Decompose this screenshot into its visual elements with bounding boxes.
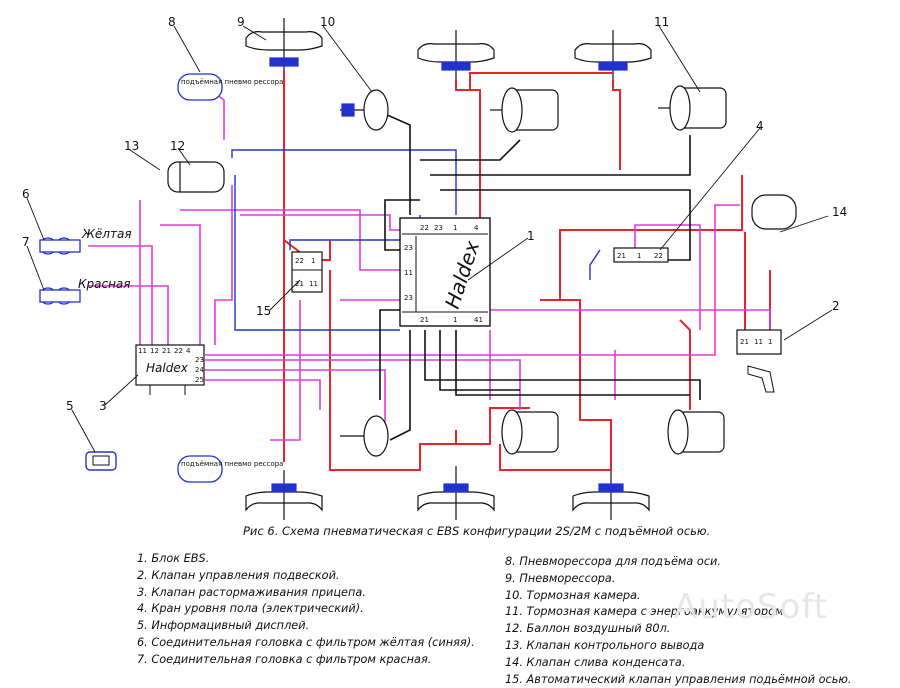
ebs-top-ports: 22 23 1 4 bbox=[420, 224, 479, 232]
lift-axle-valve: 22 1 21 11 bbox=[291, 251, 323, 293]
callout-5: 5 bbox=[66, 399, 74, 413]
lift-air-bag-top: подъёмная пневмо рессора bbox=[177, 73, 283, 101]
ebs-port-4: 4 bbox=[474, 224, 479, 232]
svg-text:1: 1 bbox=[768, 338, 772, 346]
wheel-bottom-left bbox=[245, 470, 323, 520]
legend-item: 12. Баллон воздушный 80л. bbox=[505, 622, 671, 636]
ebs-port-1: 1 bbox=[453, 224, 457, 232]
callout-3: 3 bbox=[99, 399, 107, 413]
legend-item: 2. Клапан управления подвеской. bbox=[137, 568, 340, 582]
callout-15: 15 bbox=[256, 304, 271, 318]
brake-chamber-bottom-left bbox=[340, 415, 389, 457]
svg-text:22: 22 bbox=[295, 257, 304, 265]
svg-text:21: 21 bbox=[740, 338, 749, 346]
legend-item: 4. Кран уровня пола (электрический). bbox=[137, 602, 364, 616]
callout-4: 4 bbox=[756, 119, 764, 133]
ebs-port-23: 23 bbox=[434, 224, 443, 232]
wheel-top-right bbox=[574, 30, 652, 80]
ebs-port-21: 21 bbox=[420, 316, 429, 324]
legend-item: 5. Информацивный дисплей. bbox=[137, 619, 310, 633]
legend-item: 6. Соединительная головка с фильтром жёл… bbox=[137, 635, 475, 649]
svg-text:21: 21 bbox=[295, 280, 304, 288]
legend-item: 15. Автоматический клапан управления под… bbox=[505, 672, 852, 686]
svg-text:24: 24 bbox=[195, 366, 204, 374]
callout-2: 2 bbox=[832, 299, 840, 313]
ebs-port-left-23a: 23 bbox=[404, 244, 413, 252]
svg-text:12: 12 bbox=[150, 347, 159, 355]
red-head-label: Красная bbox=[78, 277, 131, 291]
air-bag-text-bottom: подъёмная пневмо рессора bbox=[181, 460, 283, 468]
wheel-bottom-mid bbox=[417, 466, 495, 520]
ebs-port-41: 41 bbox=[474, 316, 483, 324]
legend-item: 3. Клапан растормаживания прицепа. bbox=[137, 585, 366, 599]
callout-14: 14 bbox=[832, 205, 847, 219]
trailer-release-valve: Haldex 11 12 21 22 4 23 24 25 bbox=[135, 344, 205, 395]
brake-chamber-bottom-right bbox=[667, 409, 725, 455]
callout-10: 10 bbox=[320, 15, 335, 29]
svg-text:Haldex: Haldex bbox=[146, 361, 189, 375]
brake-lines bbox=[375, 109, 701, 441]
brake-chamber-top-left bbox=[340, 89, 389, 131]
svg-text:1: 1 bbox=[637, 252, 641, 260]
legend-item: 7. Соединительная головка с фильтром кра… bbox=[137, 652, 432, 666]
svg-text:1: 1 bbox=[311, 257, 315, 265]
callout-7: 7 bbox=[22, 235, 30, 249]
brake-chamber-top-right bbox=[658, 85, 727, 131]
svg-text:23: 23 bbox=[195, 356, 204, 364]
svg-text:21: 21 bbox=[162, 347, 171, 355]
coupling-head-yellow bbox=[39, 237, 81, 255]
svg-text:22: 22 bbox=[174, 347, 183, 355]
legend-item: 1. Блок EBS. bbox=[137, 552, 210, 565]
info-display bbox=[85, 451, 117, 471]
callout-13: 13 bbox=[124, 139, 139, 153]
floor-level-valve: 21 1 22 bbox=[613, 247, 669, 263]
callout-1: 1 bbox=[527, 229, 535, 243]
callout-11: 11 bbox=[654, 15, 669, 29]
legend-left: 1. Блок EBS. 2. Клапан управления подвес… bbox=[137, 551, 475, 669]
wheel-bottom-right bbox=[572, 466, 650, 520]
brake-chamber-bottom-mid bbox=[501, 409, 559, 455]
watermark: AutoSoft bbox=[674, 587, 829, 627]
svg-text:21: 21 bbox=[617, 252, 626, 260]
coupling-head-red bbox=[39, 287, 81, 305]
ebs-port-left-23b: 23 bbox=[404, 294, 413, 302]
air-tank-small bbox=[167, 161, 225, 193]
lift-air-bag-bottom: подъёмная пневмо рессора bbox=[177, 455, 283, 483]
air-tank-large bbox=[751, 194, 797, 230]
ebs-left-ports: 23 11 23 bbox=[404, 244, 413, 302]
callout-6: 6 bbox=[22, 187, 30, 201]
supply-lines bbox=[283, 70, 771, 471]
legend-item: 13. Клапан контрольного вывода bbox=[505, 638, 705, 652]
callout-leaders bbox=[26, 25, 833, 453]
legend-item: 8. Пневморессора для подъёма оси. bbox=[505, 555, 721, 568]
legend-item: 14. Клапан слива конденсата. bbox=[505, 655, 686, 669]
suspension-control-valve: 21 11 1 bbox=[736, 329, 782, 393]
svg-text:11: 11 bbox=[138, 347, 147, 355]
ebs-port-left-11: 11 bbox=[404, 269, 413, 277]
control-lines bbox=[88, 89, 771, 441]
wheel-top-mid bbox=[417, 30, 495, 80]
ebs-port-22: 22 bbox=[420, 224, 429, 232]
ebs-port-1b: 1 bbox=[453, 316, 457, 324]
wheel-top-left bbox=[245, 18, 323, 70]
air-bag-text-top: подъёмная пневмо рессора bbox=[181, 78, 283, 86]
callout-12: 12 bbox=[170, 139, 185, 153]
ebs-bottom-ports: 21 1 41 bbox=[420, 316, 483, 324]
yellow-head-label: Жёлтая bbox=[81, 227, 132, 241]
legend-item: 10. Тормозная камера. bbox=[505, 588, 641, 602]
callout-8: 8 bbox=[168, 15, 176, 29]
ebs-block: 22 23 1 4 23 11 23 21 1 41 Haldex bbox=[399, 217, 491, 327]
diagram-caption: Рис 6. Схема пневматическая с EBS конфиг… bbox=[243, 524, 711, 538]
svg-text:22: 22 bbox=[654, 252, 663, 260]
legend-item: 11. Тормозная камера с энергоаккумулятор… bbox=[505, 605, 788, 619]
svg-text:11: 11 bbox=[754, 338, 763, 346]
callout-9: 9 bbox=[237, 15, 245, 29]
svg-text:25: 25 bbox=[195, 376, 204, 384]
svg-text:4: 4 bbox=[186, 347, 191, 355]
brake-chamber-top-mid bbox=[490, 87, 559, 133]
svg-text:11: 11 bbox=[309, 280, 318, 288]
legend-item: 9. Пневморессора. bbox=[505, 571, 616, 585]
callout-numbers: 1 2 3 4 5 6 7 8 9 10 11 12 13 14 15 bbox=[22, 15, 847, 413]
